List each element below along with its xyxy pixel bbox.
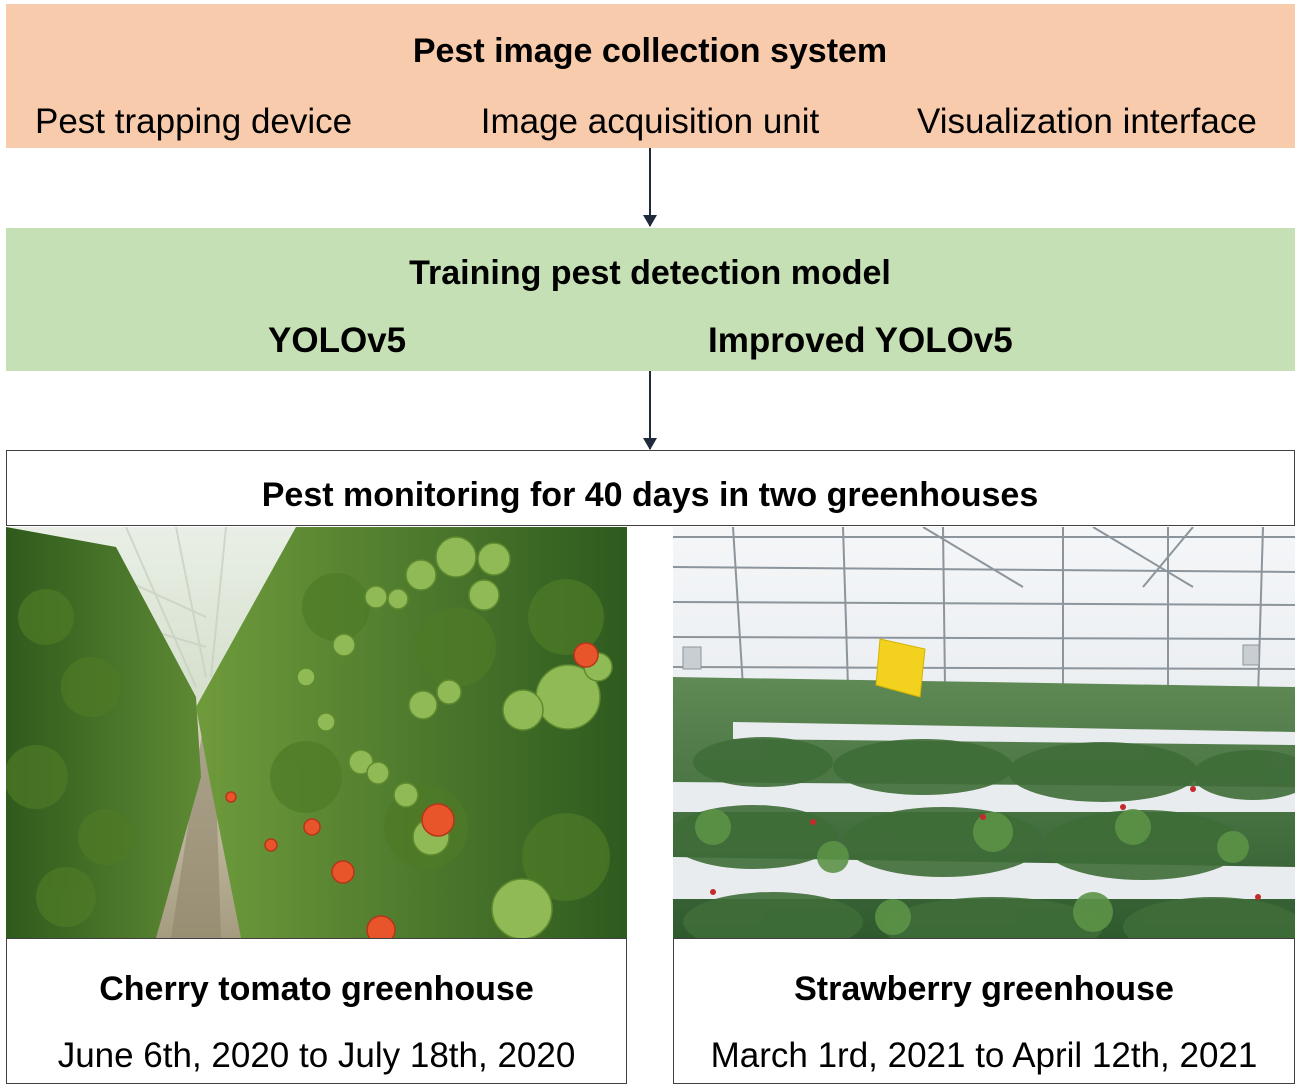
cherry-tomato-caption: Cherry tomato greenhouse June 6th, 2020 … <box>6 938 627 1084</box>
pest-monitoring-box <box>6 450 1295 526</box>
pest-image-collection-title: Pest image collection system <box>412 32 888 70</box>
pest-monitoring-title: Pest monitoring for 40 days in two green… <box>261 476 1039 514</box>
flow-arrow-1 <box>643 148 657 227</box>
training-model-title: Training pest detection model <box>409 254 891 292</box>
image-acquisition-unit-label: Image acquisition unit <box>480 102 820 141</box>
strawberry-date-range: March 1rd, 2021 to April 12th, 2021 <box>710 1036 1258 1075</box>
improved-yolov5-label: Improved YOLOv5 <box>708 321 1013 360</box>
pest-image-collection-box <box>6 4 1295 148</box>
cherry-tomato-greenhouse-title: Cherry tomato greenhouse <box>99 970 534 1008</box>
strawberry-caption: Strawberry greenhouse March 1rd, 2021 to… <box>673 938 1295 1084</box>
pest-trapping-device-label: Pest trapping device <box>35 102 353 141</box>
strawberry-greenhouse-title: Strawberry greenhouse <box>794 970 1174 1008</box>
visualization-interface-label: Visualization interface <box>917 102 1257 141</box>
strawberry-greenhouse-photo <box>673 527 1295 938</box>
flow-arrow-2 <box>643 371 657 450</box>
cherry-tomato-date-range: June 6th, 2020 to July 18th, 2020 <box>57 1036 576 1075</box>
training-model-box <box>6 228 1295 371</box>
cherry-tomato-greenhouse-photo <box>6 527 627 938</box>
yolov5-label: YOLOv5 <box>268 321 407 360</box>
